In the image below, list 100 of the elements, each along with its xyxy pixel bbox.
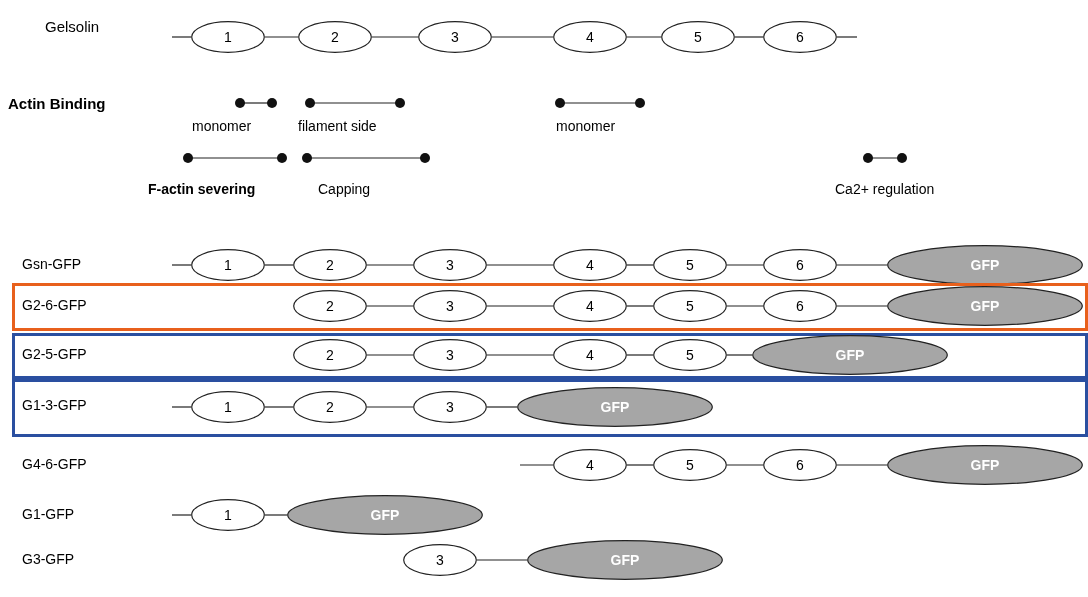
linker-line — [491, 36, 554, 38]
domain-ellipse — [413, 391, 487, 423]
domain-number: 4 — [585, 29, 595, 45]
domain-number: 1 — [223, 507, 233, 523]
domain-ellipse — [763, 21, 837, 53]
linker-line — [626, 305, 654, 307]
linker-line — [366, 305, 414, 307]
linker-line — [486, 354, 554, 356]
domain-number: 3 — [450, 29, 460, 45]
tag-name: GFP — [609, 552, 641, 568]
construct-name: G4-6-GFP — [22, 456, 87, 472]
domain-number: 3 — [445, 257, 455, 273]
linker-line — [836, 264, 888, 266]
domain-ellipse — [553, 339, 627, 371]
linker-line — [519, 464, 554, 466]
gfp-ellipse — [287, 495, 483, 535]
domain-ellipse — [418, 21, 492, 53]
linker-line — [264, 264, 294, 266]
domain-number: 2 — [325, 347, 335, 363]
domain-number: 6 — [795, 457, 805, 473]
range-label: monomer — [556, 118, 616, 134]
linker-line — [726, 354, 753, 356]
linker-line — [734, 36, 764, 38]
domain-ellipse — [653, 449, 727, 481]
domain-number: 3 — [445, 298, 455, 314]
domain-number: 3 — [445, 399, 455, 415]
construct-name: G3-GFP — [22, 551, 75, 567]
linker-line — [836, 305, 888, 307]
domain-ellipse — [293, 391, 367, 423]
construct-name: Gsn-GFP — [22, 256, 82, 272]
linker-line — [476, 559, 528, 561]
linker-line — [626, 354, 654, 356]
domain-ellipse — [298, 21, 372, 53]
domain-number: 5 — [685, 298, 695, 314]
domain-number: 1 — [223, 29, 233, 45]
domain-ellipse — [403, 544, 477, 576]
range-label: monomer — [192, 118, 252, 134]
domain-ellipse — [553, 249, 627, 281]
domain-ellipse — [413, 249, 487, 281]
linker-line — [171, 406, 192, 408]
domain-ellipse — [553, 449, 627, 481]
domain-number: 4 — [585, 457, 595, 473]
linker-line — [726, 464, 764, 466]
range-label: filament side — [298, 118, 377, 134]
highlight-frame — [12, 379, 1088, 437]
highlight-frame — [12, 333, 1088, 379]
gfp-ellipse — [517, 387, 713, 427]
domain-ellipse — [293, 339, 367, 371]
range-label: Ca2+ regulation — [835, 181, 935, 197]
tag-name: GFP — [969, 257, 1001, 273]
domain-ellipse — [413, 339, 487, 371]
domain-number: 5 — [685, 257, 695, 273]
construct-name: G1-3-GFP — [22, 397, 87, 413]
linker-line — [486, 264, 554, 266]
linker-line — [626, 36, 662, 38]
linker-line — [264, 36, 299, 38]
linker-line — [486, 406, 518, 408]
domain-ellipse — [293, 290, 367, 322]
gfp-ellipse — [887, 286, 1083, 326]
domain-number: 5 — [693, 29, 703, 45]
domain-ellipse — [763, 249, 837, 281]
domain-number: 2 — [325, 257, 335, 273]
linker-line — [366, 406, 414, 408]
linker-line — [726, 264, 764, 266]
gfp-ellipse — [887, 245, 1083, 285]
domain-number: 6 — [795, 257, 805, 273]
linker-line — [366, 354, 414, 356]
domain-number: 3 — [435, 552, 445, 568]
domain-number: 4 — [585, 347, 595, 363]
linker-line — [626, 464, 654, 466]
domain-ellipse — [191, 391, 265, 423]
domain-ellipse — [553, 290, 627, 322]
domain-ellipse — [553, 21, 627, 53]
linker-line — [171, 36, 192, 38]
domain-number: 1 — [223, 257, 233, 273]
linker-line — [371, 36, 419, 38]
tag-name: GFP — [969, 298, 1001, 314]
domain-number: 5 — [685, 347, 695, 363]
domain-number: 2 — [325, 399, 335, 415]
domain-number: 4 — [585, 298, 595, 314]
tag-name: GFP — [369, 507, 401, 523]
linker-line — [836, 36, 858, 38]
domain-ellipse — [763, 290, 837, 322]
domain-ellipse — [293, 249, 367, 281]
linker-line — [171, 514, 192, 516]
domain-number: 5 — [685, 457, 695, 473]
gfp-ellipse — [887, 445, 1083, 485]
linker-line — [726, 305, 764, 307]
domain-number: 4 — [585, 257, 595, 273]
domain-number: 2 — [330, 29, 340, 45]
domain-number: 6 — [795, 29, 805, 45]
linker-line — [264, 406, 294, 408]
construct-name: G1-GFP — [22, 506, 75, 522]
construct-name: G2-5-GFP — [22, 346, 87, 362]
range-label: F-actin severing — [148, 181, 256, 197]
domain-number: 2 — [325, 298, 335, 314]
domain-number: 6 — [795, 298, 805, 314]
domain-number: 1 — [223, 399, 233, 415]
tag-name: GFP — [599, 399, 631, 415]
domain-number: 3 — [445, 347, 455, 363]
